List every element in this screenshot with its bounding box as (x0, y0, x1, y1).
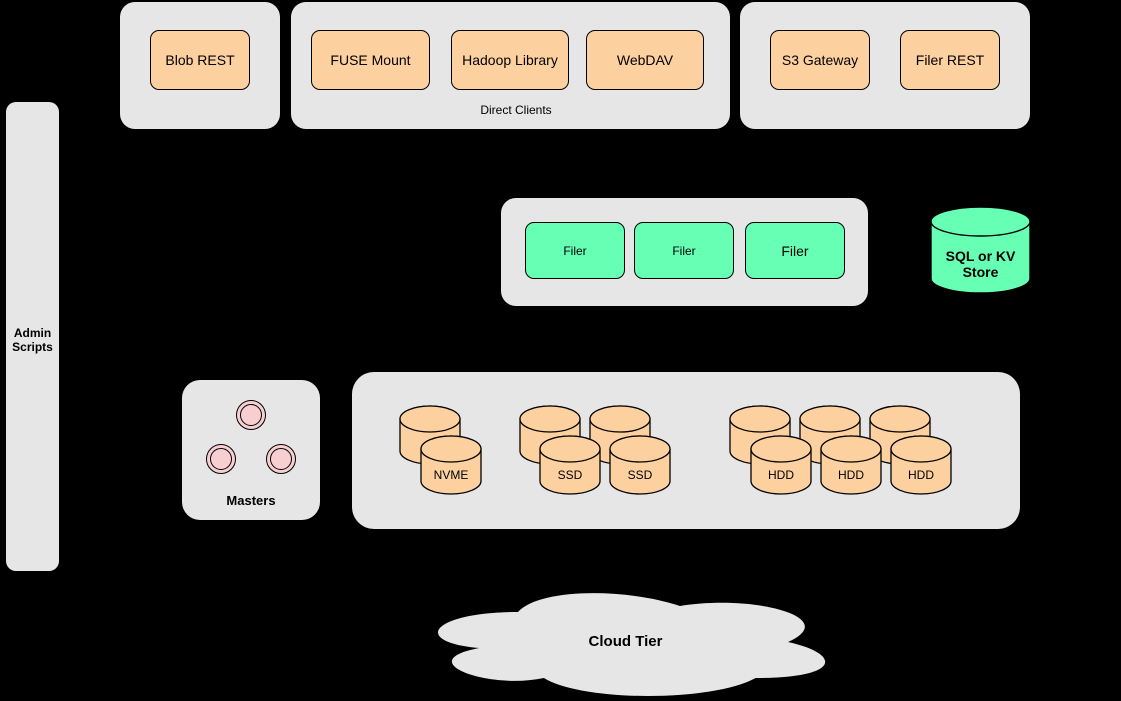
hdd-cylinder-front-3 (890, 435, 952, 495)
cloud-tier-label: Cloud Tier (588, 633, 663, 650)
direct-clients-label: Direct Clients (480, 103, 552, 117)
s3-gateway-node: S3 Gateway (770, 30, 870, 90)
blob-rest-node: Blob REST (150, 30, 250, 90)
hdd-label-1: HDD (768, 468, 794, 482)
master-node-3 (266, 444, 296, 474)
ssd-cylinder-front-1 (539, 435, 601, 495)
filer-label-1: Filer (563, 243, 587, 258)
admin-scripts-node: Admin Scripts (6, 102, 59, 571)
webdav-node: WebDAV (586, 30, 704, 90)
filer-node-3: Filer (745, 222, 845, 279)
blob-rest-label: Blob REST (165, 52, 235, 68)
master-node-1 (236, 400, 266, 430)
admin-scripts-label: Admin Scripts (12, 326, 53, 354)
fuse-mount-node: FUSE Mount (311, 30, 430, 90)
nvme-cylinder-front (420, 435, 482, 495)
master-node-1-core (240, 404, 262, 426)
hadoop-library-node: Hadoop Library (451, 30, 569, 90)
masters-label: Masters (226, 493, 276, 508)
ssd-label-2: SSD (627, 468, 653, 482)
filer-label-2: Filer (672, 243, 696, 258)
master-node-2 (206, 444, 236, 474)
hdd-label-3: HDD (908, 468, 934, 482)
ssd-cylinder-front-2 (609, 435, 671, 495)
master-node-2-core (210, 448, 232, 470)
nvme-label: NVME (433, 468, 469, 482)
filer-node-2: Filer (634, 222, 734, 279)
s3-gateway-label: S3 Gateway (781, 52, 859, 68)
filer-label-3: Filer (781, 242, 809, 259)
filer-rest-node: Filer REST (900, 30, 1000, 90)
kv-store-label: SQL or KV Store (945, 247, 1016, 280)
hdd-cylinder-front-1 (750, 435, 812, 495)
ssd-label-1: SSD (557, 468, 583, 482)
fuse-mount-label: FUSE Mount (330, 52, 411, 68)
filer-rest-label: Filer REST (915, 52, 985, 68)
kv-store-cylinder (930, 206, 1031, 294)
cloud-tier-shape (438, 593, 826, 696)
hadoop-library-label: Hadoop Library (462, 52, 558, 68)
master-node-3-core (270, 448, 292, 470)
webdav-label: WebDAV (616, 52, 674, 68)
hdd-cylinder-front-2 (820, 435, 882, 495)
filer-node-1: Filer (525, 222, 625, 279)
hdd-label-2: HDD (838, 468, 864, 482)
